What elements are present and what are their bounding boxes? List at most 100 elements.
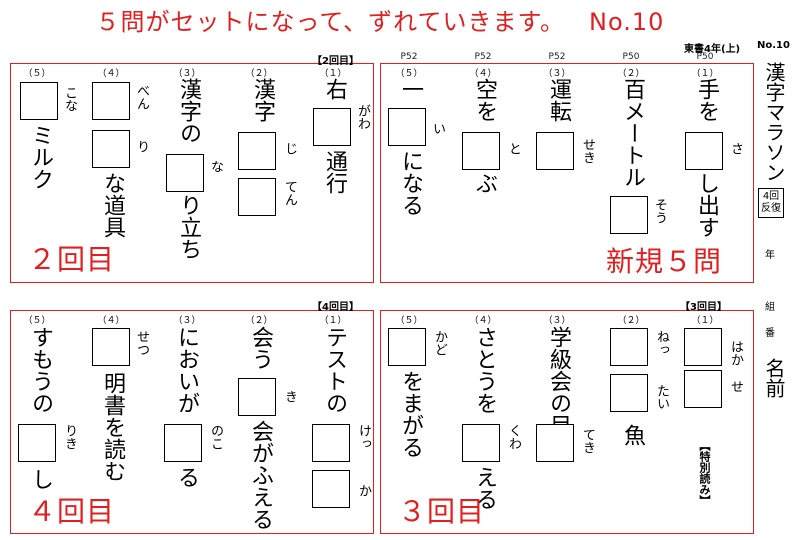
title-number: No.10 — [589, 8, 665, 36]
q3-text-after: る — [174, 466, 199, 488]
q1-furigana: さ — [728, 142, 743, 155]
q3-furigana: のこ — [208, 424, 223, 450]
q5-text-after: し — [28, 468, 53, 490]
q4-text-before: 空を — [472, 78, 497, 122]
q4-number: （４） — [469, 69, 497, 79]
answer-box[interactable] — [536, 424, 574, 462]
q3-number: （３） — [173, 69, 201, 79]
tag-4th: 【4回目】 — [312, 302, 359, 313]
q2-text-after: 魚 — [620, 424, 645, 446]
q5-furigana: りき — [62, 424, 77, 450]
section-4th — [10, 310, 374, 534]
page-title: ５問がセットになって、ずれていきます。 No.10 — [0, 2, 760, 37]
answer-box[interactable] — [166, 154, 204, 192]
answer-box[interactable] — [388, 328, 426, 366]
q1-text-before: 右 — [322, 78, 347, 100]
q5-text-after: になる — [398, 150, 423, 216]
q1-furigana-2: か — [356, 484, 371, 497]
q4-furigana: せつ — [134, 330, 149, 356]
q1-page: P50 — [696, 52, 714, 62]
seat-label: 番 — [765, 328, 775, 339]
q2-furigana-2: てん — [282, 180, 297, 206]
answer-box[interactable] — [684, 328, 722, 366]
answer-box[interactable] — [92, 82, 130, 120]
q4-text-before: さとうを — [472, 326, 497, 414]
answer-box[interactable] — [685, 132, 723, 170]
q2-number: （２） — [245, 69, 273, 79]
q5-number: （５） — [395, 316, 423, 326]
q4-number: （４） — [97, 69, 125, 79]
q2-text-before: 会う — [248, 326, 273, 370]
answer-box[interactable] — [238, 178, 276, 216]
answer-box[interactable] — [313, 108, 351, 146]
answer-box[interactable] — [164, 424, 202, 462]
answer-box[interactable] — [92, 328, 130, 366]
q2-furigana-1: じ — [282, 142, 297, 155]
q5-furigana: かど — [432, 330, 447, 356]
q1-furigana-1: はか — [728, 340, 743, 366]
class-label: 組 — [765, 302, 775, 313]
q4-text-after: ぶ — [472, 172, 497, 194]
q4-text-after: 明書を読む — [100, 372, 125, 482]
section-3rd — [380, 310, 754, 534]
q3-furigana: な — [208, 160, 223, 173]
section-new — [380, 63, 754, 283]
textbook-source: 東書4年(上) — [684, 44, 741, 55]
section-label-new: 新規５問 — [606, 245, 723, 278]
q1-number: （１） — [691, 69, 719, 79]
q3-number: （３） — [173, 316, 201, 326]
q3-furigana: てき — [580, 428, 595, 454]
q1-text-after: 通行 — [322, 150, 347, 194]
answer-box[interactable] — [238, 132, 276, 170]
q3-text-before: 漢字の — [176, 78, 201, 144]
tag-3rd: 【3回目】 — [680, 302, 727, 313]
review-badge: 4回反復 — [758, 188, 784, 218]
answer-box[interactable] — [462, 424, 500, 462]
q5-page: P52 — [400, 52, 418, 62]
answer-box[interactable] — [312, 424, 350, 462]
answer-box[interactable] — [312, 470, 350, 508]
q5-furigana: こな — [62, 86, 77, 112]
q4-furigana-1: べん — [134, 84, 149, 110]
answer-box[interactable] — [18, 424, 56, 462]
answer-box[interactable] — [536, 132, 574, 170]
answer-box[interactable] — [238, 378, 276, 416]
section-label-4th: ４回目 — [28, 495, 116, 528]
q4-page: P52 — [474, 52, 492, 62]
q1-furigana-1: けっ — [356, 424, 371, 450]
answer-box[interactable] — [684, 370, 722, 408]
q2-furigana-2: たい — [654, 384, 669, 410]
q2-number: （２） — [617, 69, 645, 79]
year-label: 年 — [765, 250, 775, 261]
q3-page: P52 — [548, 52, 566, 62]
tag-2nd: 【2回目】 — [312, 56, 359, 67]
answer-box[interactable] — [20, 82, 58, 120]
q4-number: （４） — [469, 316, 497, 326]
q5-text-after: ミルク — [28, 124, 53, 190]
q3-number: （３） — [543, 69, 571, 79]
q3-furigana: せき — [580, 138, 595, 164]
q5-number: （５） — [23, 316, 51, 326]
q2-text-before: 百メートル — [620, 78, 645, 188]
q1-text-after: し出す — [694, 172, 719, 238]
q1-furigana: がわ — [355, 104, 370, 130]
answer-box[interactable] — [610, 196, 648, 234]
q5-text-after: をまがる — [398, 370, 423, 458]
answer-box[interactable] — [610, 374, 648, 412]
answer-box[interactable] — [462, 132, 500, 170]
q2-number: （２） — [617, 316, 645, 326]
q3-text-before: 学級会の目 — [546, 326, 571, 436]
title-text: ５問がセットになって、ずれていきます。 — [95, 8, 566, 36]
q2-furigana: そう — [652, 198, 667, 224]
q3-text-after: り立ち — [176, 194, 201, 260]
section-label-3rd: ３回目 — [398, 495, 486, 528]
q5-text-before: すもうの — [28, 326, 53, 414]
q2-furigana-1: ねっ — [654, 330, 669, 356]
special-reading-note: 【特別読み】 — [698, 440, 711, 506]
answer-box[interactable] — [388, 108, 426, 146]
answer-box[interactable] — [92, 130, 130, 168]
side-number: No.10 — [757, 40, 790, 51]
q4-text-after: な道具 — [100, 172, 125, 238]
answer-box[interactable] — [610, 328, 648, 366]
q2-number: （２） — [245, 316, 273, 326]
